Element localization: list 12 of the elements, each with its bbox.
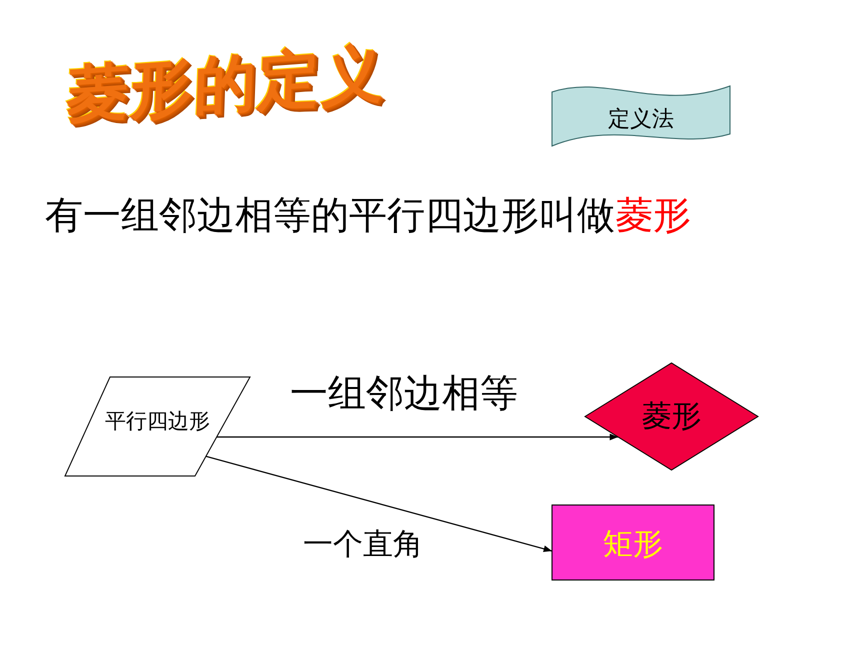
- rhombus-node: [585, 363, 758, 470]
- node-label: 平行四边形: [105, 408, 210, 435]
- title: 菱形的定义: [64, 34, 388, 134]
- parallelogram-box: [65, 377, 250, 476]
- arrow: [206, 456, 552, 552]
- node-label: 矩形: [603, 526, 663, 564]
- node-label: 菱形: [642, 398, 702, 436]
- definition-sentence: 有一组邻边相等的平行四边形叫做菱形: [45, 192, 691, 239]
- node-label: 定义法: [608, 106, 674, 134]
- banner-box: [552, 86, 730, 146]
- rectangle-box: [552, 505, 714, 580]
- arrow: [216, 434, 618, 440]
